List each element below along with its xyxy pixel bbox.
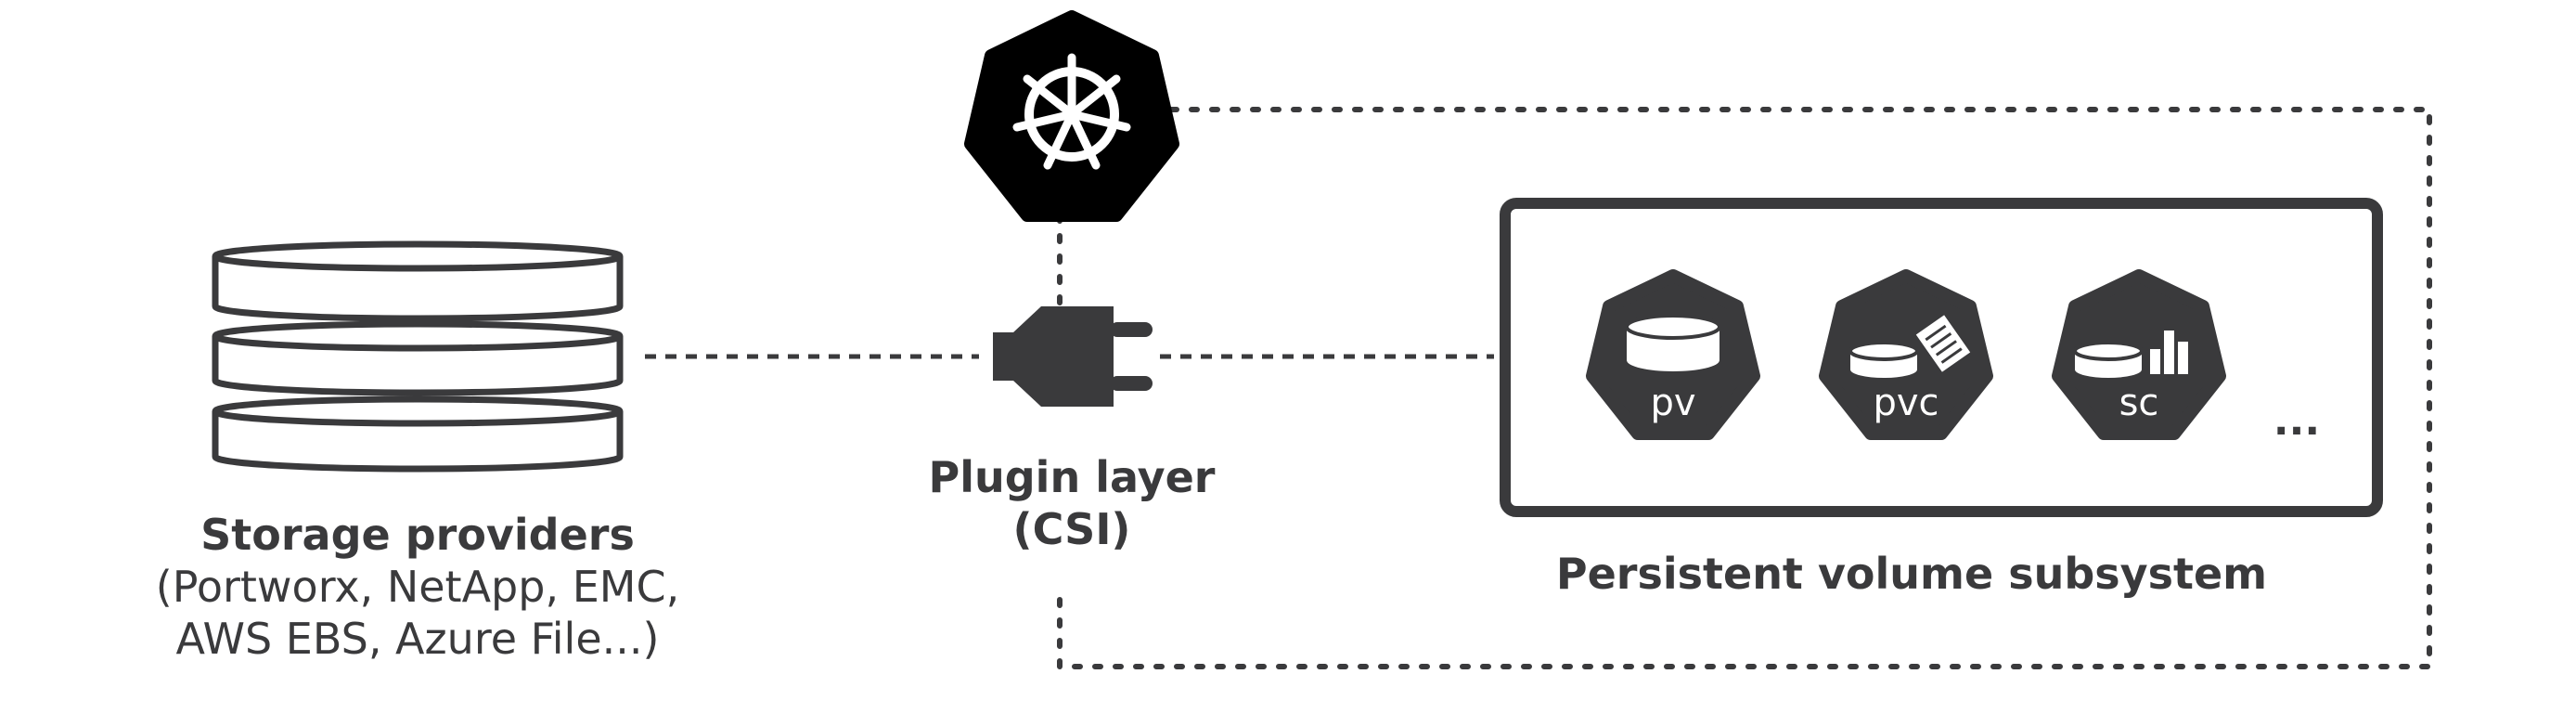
disk-icon: [1625, 314, 1721, 371]
plug-icon: [993, 306, 1153, 407]
pvc-label: pvc: [1873, 382, 1938, 424]
storage-providers-list-line-1: (Portworx, NetApp, EMC,: [155, 562, 680, 612]
storage-providers-list-line-2: AWS EBS, Azure File...): [175, 614, 660, 664]
pv-label: pv: [1650, 382, 1695, 424]
disk-bars-icon: [2073, 331, 2188, 378]
persistent-volume-subsystem-title: Persistent volume subsystem: [1555, 549, 2268, 599]
kubernetes-boundary: [1057, 107, 2432, 669]
kubernetes-helm-icon: [964, 10, 1179, 222]
plugin-layer-subtitle: (CSI): [1012, 504, 1131, 554]
storage-providers-title: Storage providers: [200, 510, 635, 560]
storage-providers-label: Storage providers (Portworx, NetApp, EMC…: [93, 509, 742, 665]
disk-ticket-icon: [1848, 311, 1975, 378]
pvc-resource-icon: pvc: [1819, 269, 1993, 440]
plugin-layer-title: Plugin layer: [928, 452, 1216, 502]
persistent-volume-subsystem-label: Persistent volume subsystem: [1503, 548, 2320, 600]
sc-resource-icon: sc: [2052, 269, 2226, 440]
plugin-layer-label: Plugin layer (CSI): [886, 451, 1257, 555]
sc-label: sc: [2119, 382, 2159, 424]
more-resources-ellipsis: ...: [2273, 397, 2320, 445]
database-stack-icon: [212, 240, 624, 473]
pv-resource-icon: pv: [1586, 269, 1760, 440]
